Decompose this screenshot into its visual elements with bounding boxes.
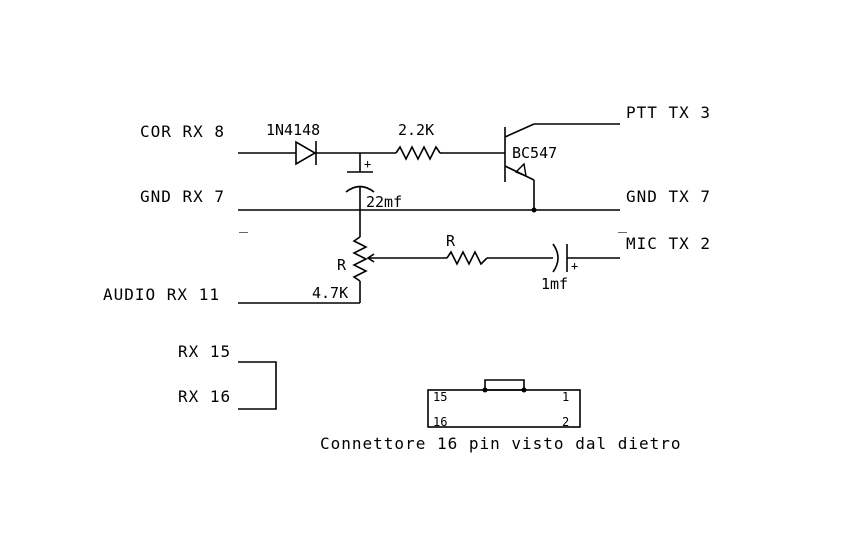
connector-pin-2: 2: [562, 415, 569, 429]
label-cor-rx: COR RX 8: [140, 122, 225, 141]
rx15-rx16-jumper: [238, 361, 277, 410]
ground-minus-right: _: [618, 215, 628, 233]
capacitor-1mf-plus: +: [571, 259, 578, 273]
transistor-label: BC547: [512, 144, 557, 162]
capacitor-22mf-label: 22mf: [366, 193, 402, 211]
capacitor-22mf-symbol: [345, 153, 375, 237]
connector-pin-16: 16: [433, 415, 447, 429]
label-rx16: RX 16: [178, 387, 231, 406]
connector-pin-1: 1: [562, 390, 569, 404]
trimmer-value-label: 4.7K: [312, 284, 348, 302]
connector-caption: Connettore 16 pin visto dal dietro: [320, 434, 682, 453]
diode-symbol: [295, 140, 317, 166]
connector-pin-15: 15: [433, 390, 447, 404]
label-gnd-rx: GND RX 7: [140, 187, 225, 206]
label-rx15: RX 15: [178, 342, 231, 361]
resistor-r-label: R: [446, 232, 456, 250]
label-ptt-tx: PTT TX 3: [626, 103, 711, 122]
label-audio-rx: AUDIO RX 11: [103, 285, 220, 304]
label-gnd-tx: GND TX 7: [626, 187, 711, 206]
diode-label: 1N4148: [266, 121, 320, 139]
label-mic-tx: MIC TX 2: [626, 234, 711, 253]
mic-wire: [368, 243, 620, 273]
ground-minus-left: _: [239, 215, 249, 233]
trimmer-symbol: [238, 236, 375, 304]
capacitor-1mf-label: 1mf: [541, 275, 568, 293]
connector-16-pin: [427, 379, 581, 428]
resistor-2k2-symbol: [395, 145, 441, 161]
trimmer-r-label: R: [337, 256, 347, 274]
capacitor-22mf-plus: +: [364, 157, 371, 171]
transistor-symbol: [504, 123, 620, 213]
resistor-2k2-label: 2.2K: [398, 121, 434, 139]
